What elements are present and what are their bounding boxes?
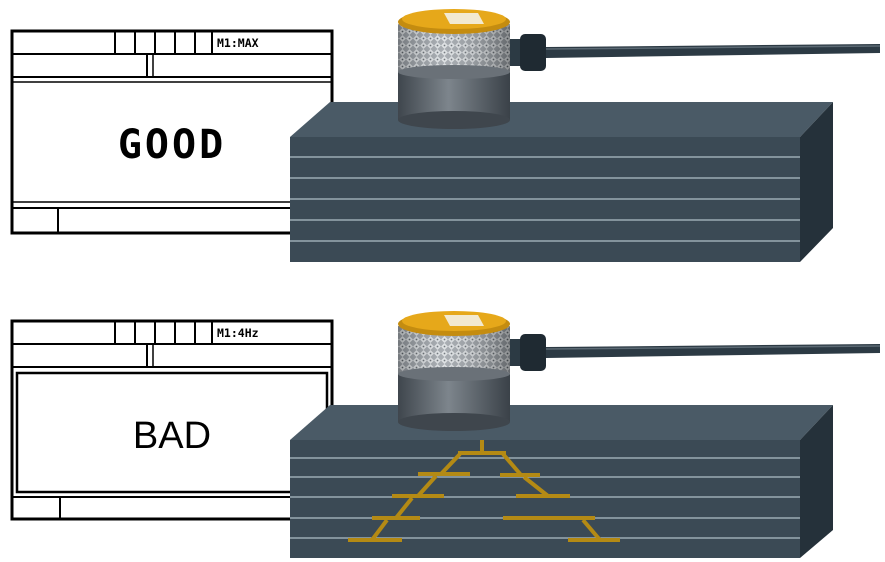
scene-good-svg: M1:MAX GOOD — [10, 9, 881, 262]
lcd-mode-label: M1:4Hz — [217, 326, 259, 340]
material-block — [290, 405, 833, 558]
scene-bad-svg: M1:4Hz BAD — [10, 311, 881, 558]
lcd-status-cells — [114, 31, 213, 54]
block-layer-lines — [290, 156, 800, 242]
material-block — [290, 102, 833, 262]
lcd-display: M1:4Hz BAD — [10, 319, 334, 521]
vibration-sensor — [398, 311, 510, 431]
sensor-cable — [505, 334, 881, 371]
verdict-label: BAD — [133, 415, 211, 457]
vibration-sensor — [398, 9, 510, 129]
lcd-mode-label: M1:MAX — [217, 36, 259, 50]
lcd-display: M1:MAX GOOD — [10, 29, 334, 235]
crack-defect — [348, 440, 620, 542]
lcd-status-cells — [114, 321, 213, 344]
verdict-label: GOOD — [118, 122, 226, 168]
sensor-cable — [505, 34, 881, 71]
scene-bad: M1:4Hz BAD — [0, 300, 885, 558]
scene-good: M1:MAX GOOD — [0, 0, 885, 270]
